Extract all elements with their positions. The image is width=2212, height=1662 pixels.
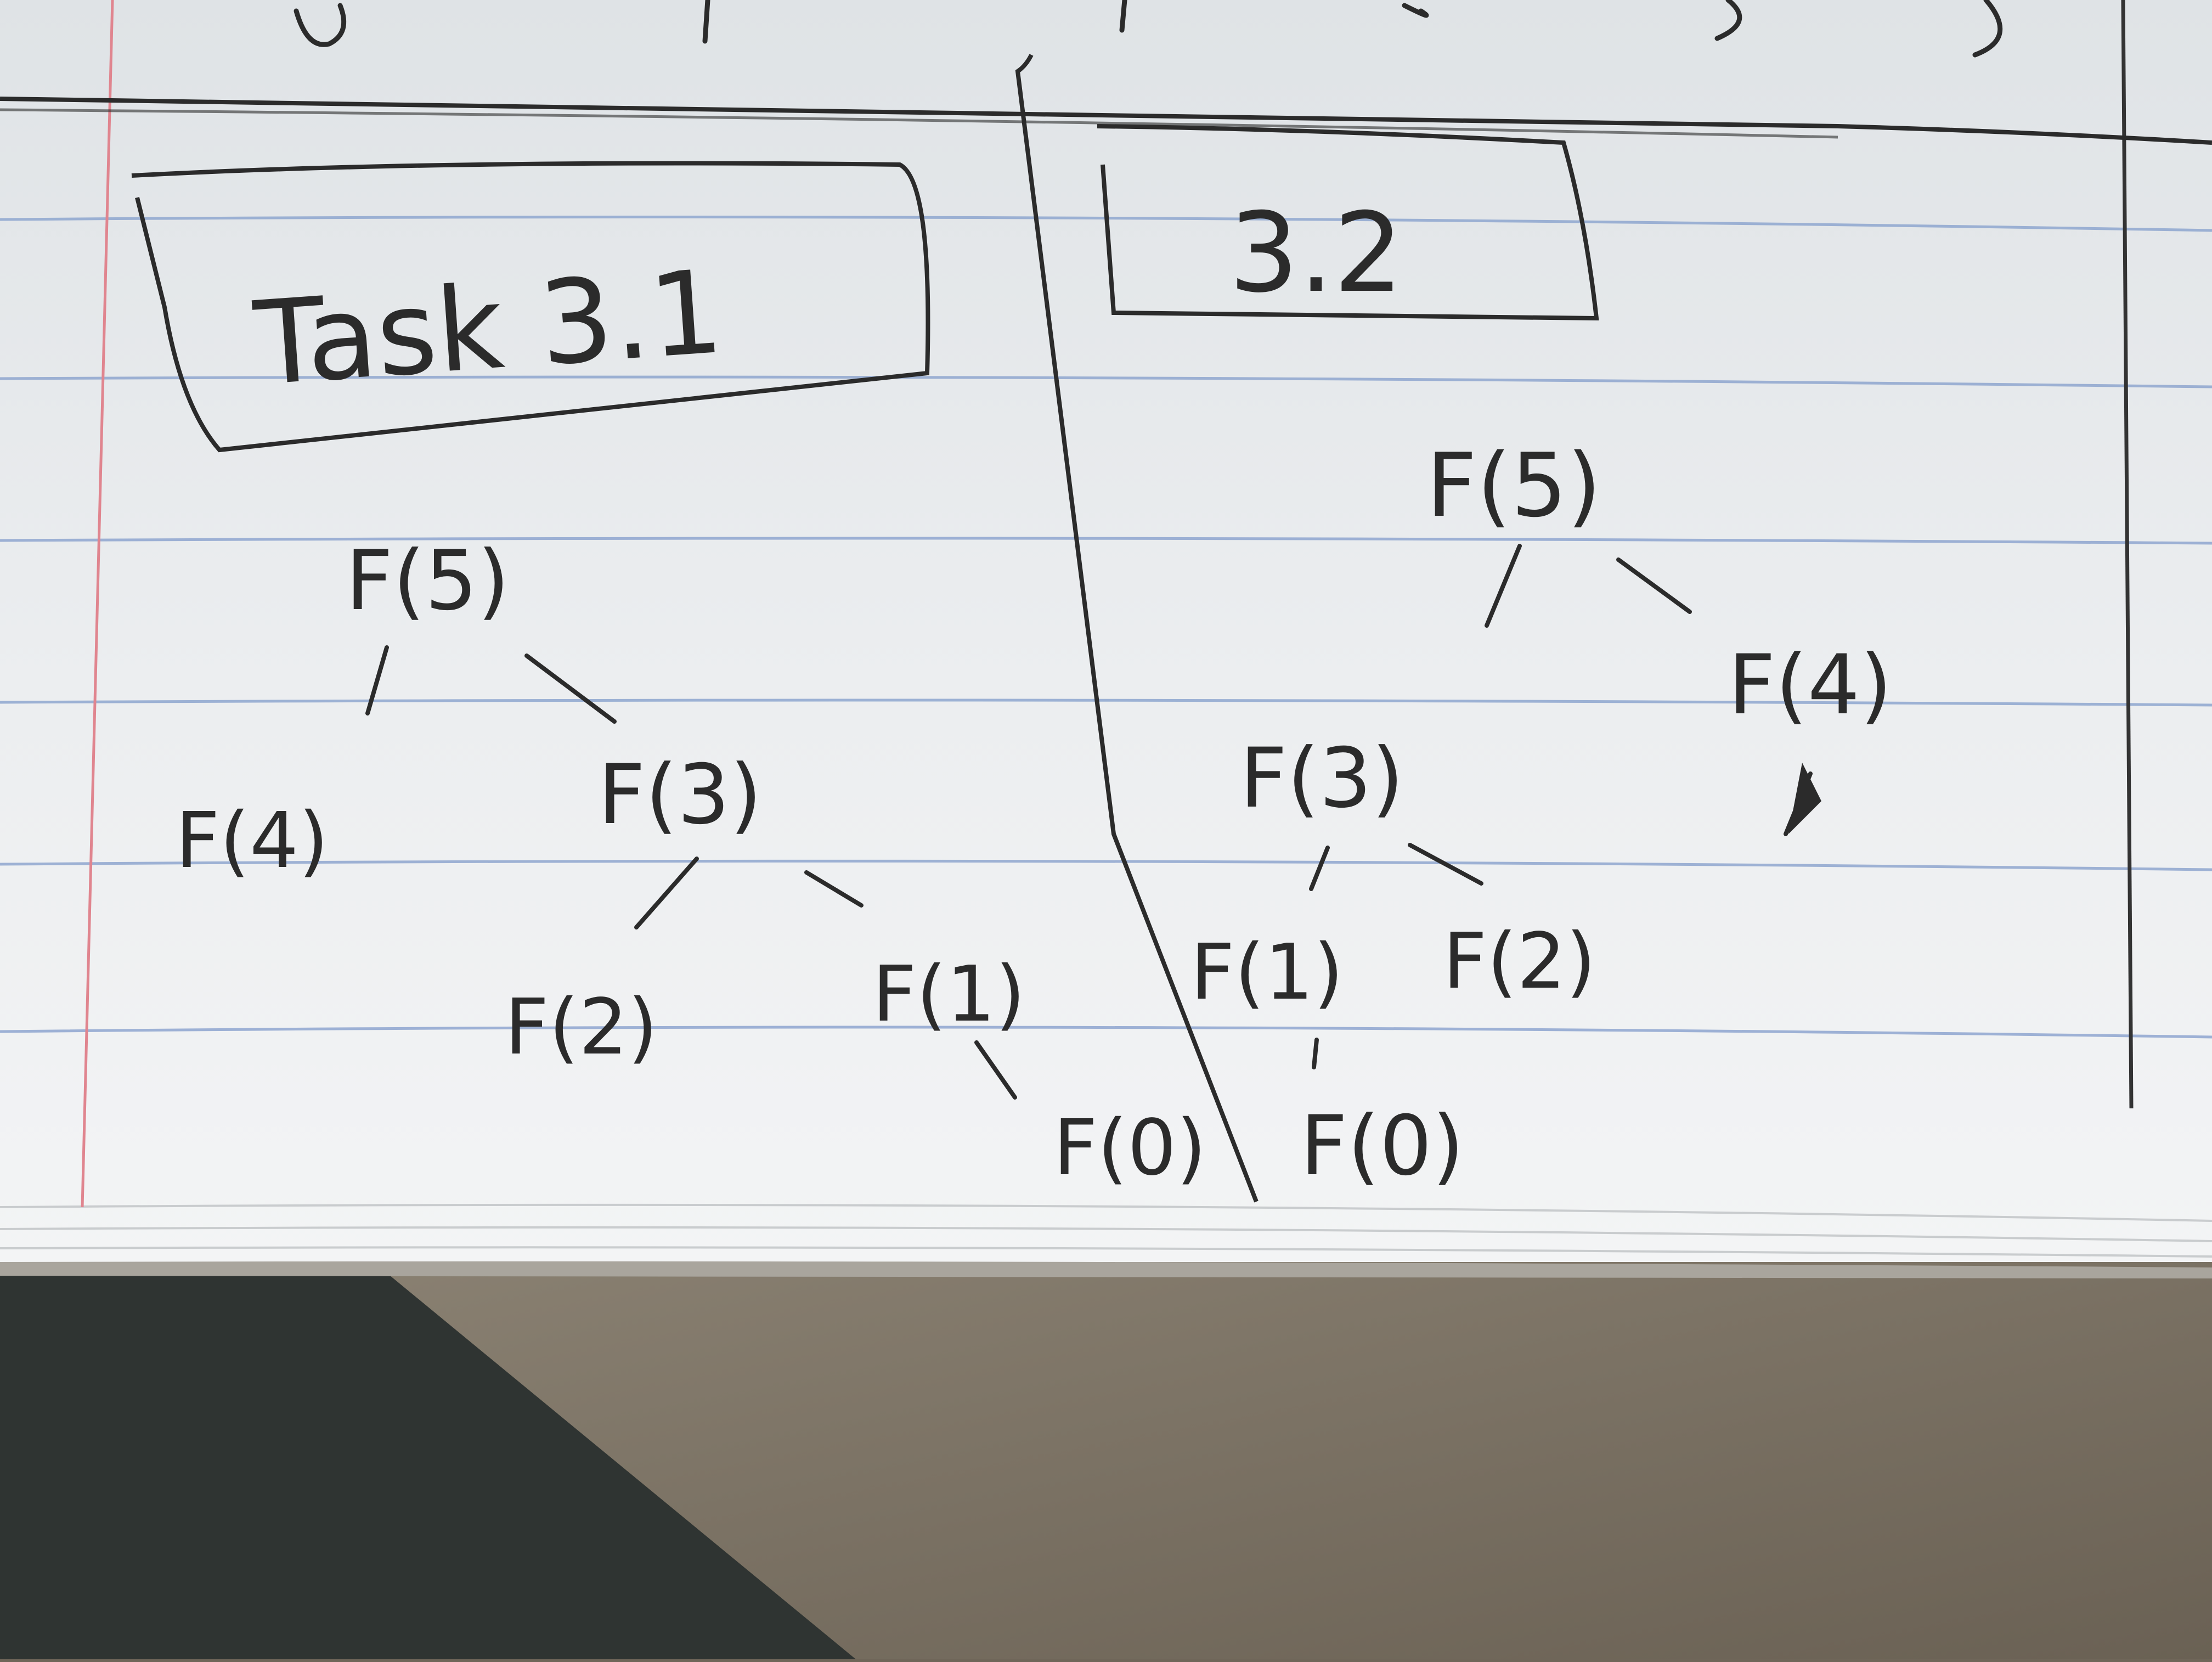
top-rule: [0, 97, 2212, 145]
right-node-level1-right: F(4): [1728, 638, 1892, 733]
top-marks: [294, 0, 2003, 58]
paper-shadow: [0, 1261, 2212, 1278]
ruled-lines: [0, 216, 2212, 1039]
task-3-2-title: 3.2: [1229, 189, 1403, 317]
left-node-root: F(5): [346, 533, 510, 629]
task-3-1-box: [131, 161, 930, 453]
left-tree-edges: [365, 645, 1017, 1100]
right-border-line: [2121, 0, 2134, 1109]
right-node-root: F(5): [1426, 434, 1601, 537]
left-node-level3: F(0): [1053, 1103, 1206, 1193]
dark-object: [0, 1235, 856, 1659]
left-node-level2-right: F(1): [872, 950, 1025, 1039]
column-divider: [1015, 54, 1259, 1203]
paper-stack-edge: [0, 1203, 2212, 1258]
left-node-level1-right: F(3): [598, 747, 762, 843]
left-node-level1-left: F(4): [176, 796, 329, 886]
left-node-level2-left: F(2): [505, 983, 658, 1072]
margin-line: [81, 0, 114, 1208]
top-rule-faint: [0, 108, 1838, 139]
pencil-dot-mark: [1788, 763, 1821, 834]
task-3-1-title: Task 3.1: [250, 245, 727, 412]
right-node-level2-left: F(1): [1190, 928, 1344, 1017]
right-node-level2-right: F(2): [1443, 917, 1596, 1006]
task-3-2-box: [1097, 124, 1599, 321]
right-node-level3: F(0): [1300, 1098, 1464, 1194]
right-node-level1-left: F(3): [1240, 731, 1404, 826]
